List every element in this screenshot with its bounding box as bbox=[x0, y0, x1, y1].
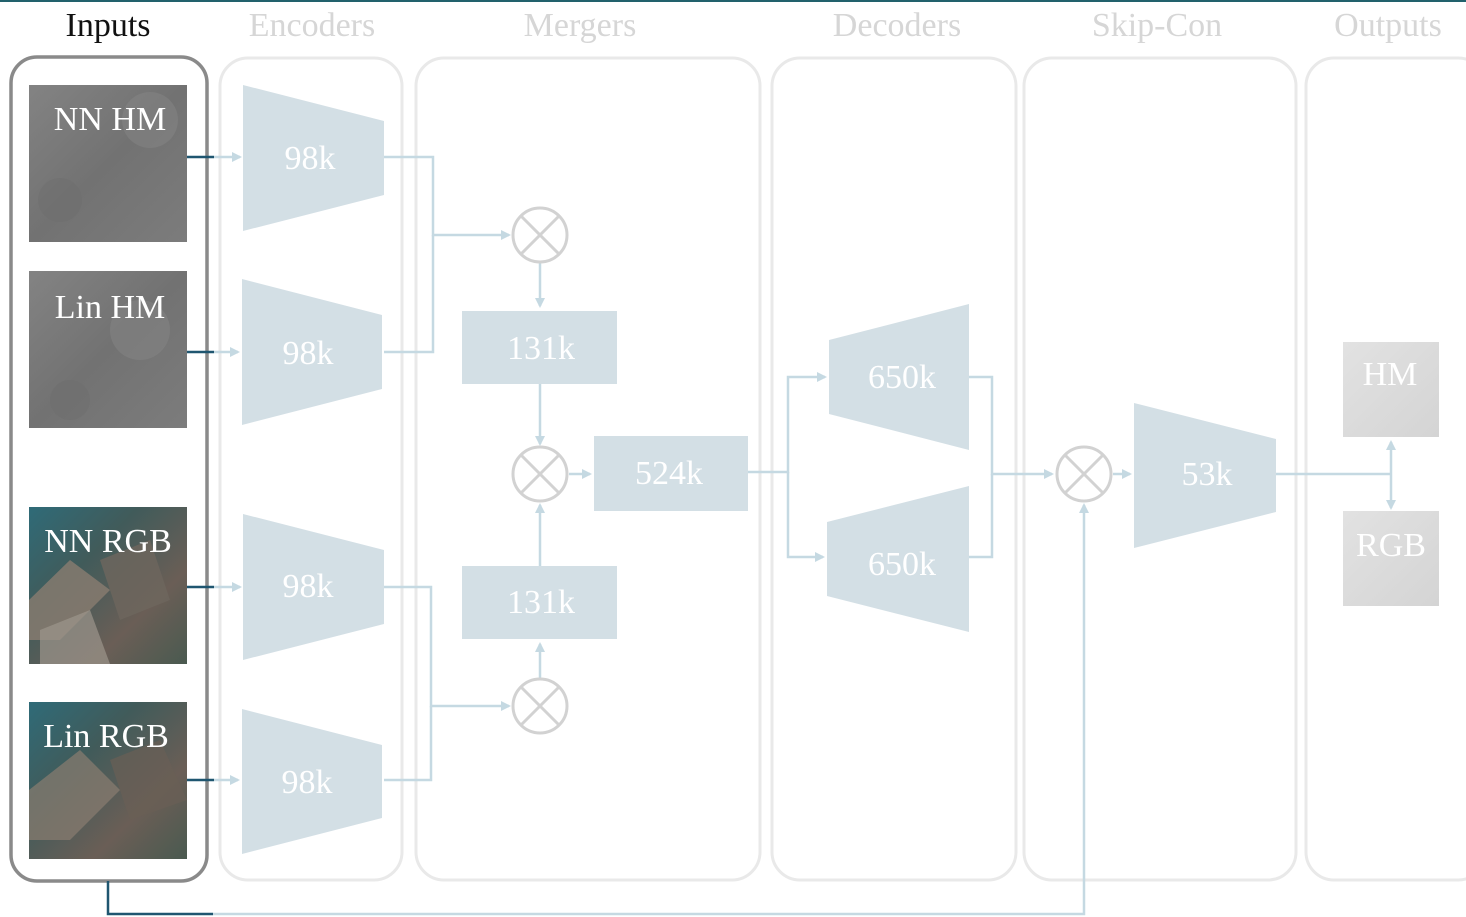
header-inputs: Inputs bbox=[66, 7, 151, 44]
merger-block-hm bbox=[462, 311, 617, 384]
output-label-hm: HM bbox=[1363, 356, 1418, 393]
encoder-block-3 bbox=[243, 514, 384, 660]
input-tile-nn-hm: NN HM bbox=[29, 85, 187, 242]
skip-con-frame bbox=[1022, 56, 1298, 882]
merger-block-rgb bbox=[462, 566, 617, 639]
multiply-node-skip bbox=[1055, 445, 1113, 503]
multiply-node-joint bbox=[511, 445, 569, 503]
decoder-block-1 bbox=[829, 304, 969, 450]
input-label-lin-rgb: Lin RGB bbox=[43, 718, 169, 755]
flow-lines bbox=[213, 155, 1396, 916]
encoder-label-2: 98k bbox=[283, 335, 334, 372]
input-label-nn-rgb: NN RGB bbox=[44, 523, 172, 560]
header-skip-con: Skip-Con bbox=[1092, 7, 1222, 44]
encoder-block-1 bbox=[243, 85, 384, 231]
output-label-rgb: RGB bbox=[1356, 527, 1426, 564]
input-tile-lin-hm: Lin HM bbox=[29, 271, 187, 428]
header-encoders: Encoders bbox=[249, 7, 376, 44]
input-tile-lin-rgb: Lin RGB bbox=[29, 702, 187, 859]
decoder-block-2 bbox=[827, 486, 969, 632]
skip-con-block bbox=[1134, 403, 1276, 548]
merger-label-rgb: 131k bbox=[507, 584, 575, 621]
input-tile-nn-rgb: NN RGB bbox=[29, 507, 187, 664]
encoder-label-4: 98k bbox=[282, 764, 333, 801]
multiply-node-hm bbox=[511, 206, 569, 264]
encoder-label-1: 98k bbox=[285, 140, 336, 177]
encoder-block-4 bbox=[242, 709, 382, 854]
skip-con-label: 53k bbox=[1182, 456, 1233, 493]
decoders-frame bbox=[770, 56, 1018, 882]
input-arrows bbox=[106, 155, 214, 916]
multiply-node-rgb bbox=[511, 677, 569, 735]
output-tile-hm bbox=[1343, 342, 1439, 437]
header-decoders: Decoders bbox=[833, 7, 961, 44]
decoder-label-2: 650k bbox=[868, 546, 936, 583]
encoder-label-3: 98k bbox=[283, 568, 334, 605]
mergers-frame bbox=[414, 56, 762, 882]
input-label-lin-hm: Lin HM bbox=[55, 289, 166, 326]
merger-block-joint bbox=[594, 436, 748, 511]
encoders-frame bbox=[218, 56, 404, 882]
merger-label-hm: 131k bbox=[507, 330, 575, 367]
input-label-nn-hm: NN HM bbox=[54, 101, 166, 138]
input-arrow-continuations bbox=[214, 152, 242, 785]
merger-label-joint: 524k bbox=[635, 455, 703, 492]
encoder-block-2 bbox=[242, 279, 382, 425]
header-outputs: Outputs bbox=[1334, 7, 1442, 44]
header-mergers: Mergers bbox=[524, 7, 637, 44]
decoder-label-1: 650k bbox=[868, 359, 936, 396]
output-tile-rgb bbox=[1343, 511, 1439, 606]
outputs-frame bbox=[1304, 56, 1466, 882]
